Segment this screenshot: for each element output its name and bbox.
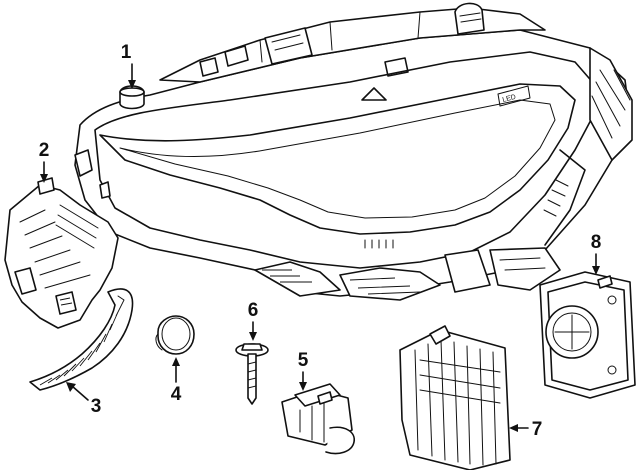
callout-4: 4 xyxy=(171,357,182,405)
part-6-screw[interactable] xyxy=(235,343,269,405)
part-5-module[interactable] xyxy=(281,383,355,455)
callout-label-4: 4 xyxy=(171,384,182,405)
callout-5: 5 xyxy=(298,350,309,391)
callout-label-6: 6 xyxy=(248,300,259,321)
callout-6: 6 xyxy=(248,300,259,341)
part-2-bracket[interactable] xyxy=(4,177,119,329)
callout-label-8: 8 xyxy=(591,232,602,253)
callout-3: 3 xyxy=(66,382,101,417)
part-4-cap[interactable] xyxy=(155,315,195,355)
callout-8: 8 xyxy=(591,232,602,275)
callout-label-1: 1 xyxy=(121,42,132,63)
callout-label-5: 5 xyxy=(298,350,309,371)
callout-label-2: 2 xyxy=(39,140,50,161)
callout-label-7: 7 xyxy=(532,419,543,440)
callout-1: 1 xyxy=(121,42,136,89)
callout-label-3: 3 xyxy=(91,396,102,417)
part-7-control-module[interactable] xyxy=(399,325,511,470)
part-3-trim[interactable] xyxy=(29,288,134,391)
part-8-led-driver[interactable] xyxy=(539,271,636,399)
led-marking: LED xyxy=(502,94,517,104)
callout-7: 7 xyxy=(509,419,542,440)
headlamp-assembly[interactable]: LED xyxy=(74,2,633,301)
callout-2: 2 xyxy=(39,140,50,183)
